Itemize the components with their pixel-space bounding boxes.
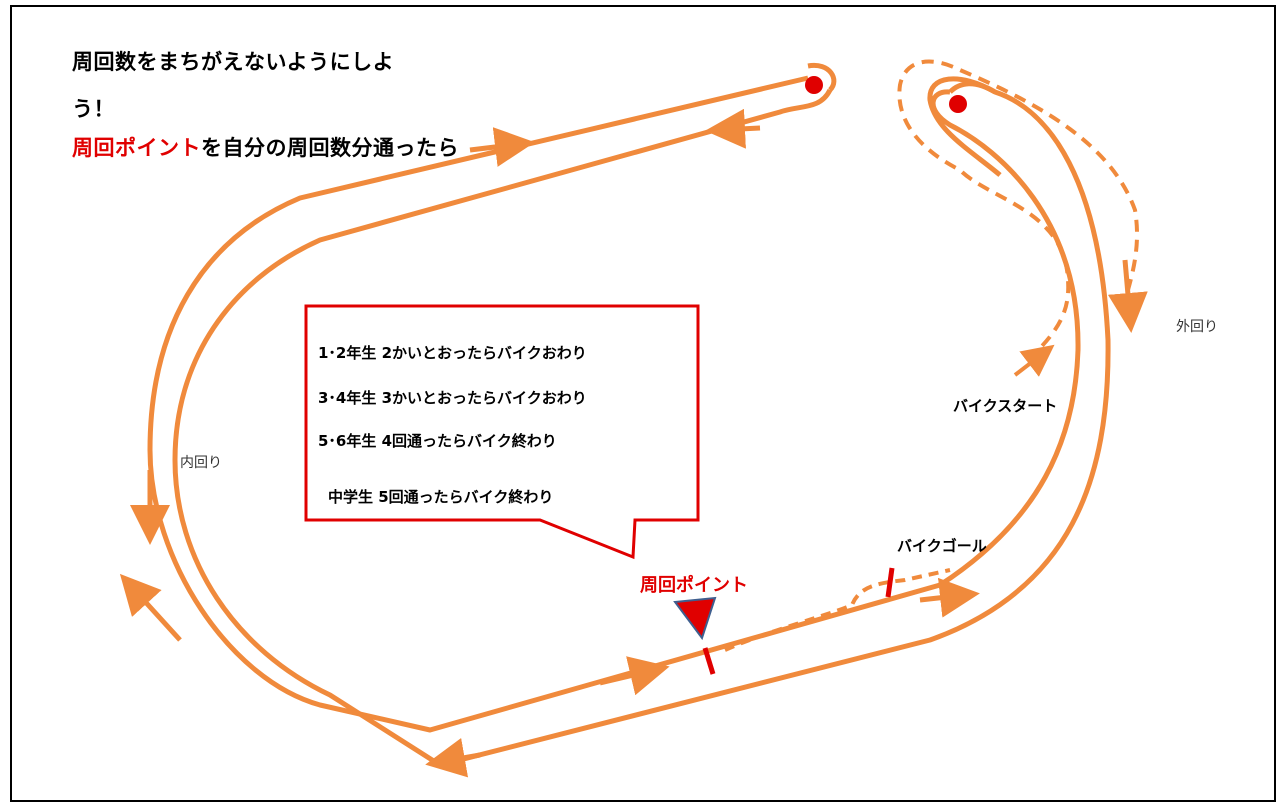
top-right-turn [948, 81, 997, 95]
page-title-line1: 周回数をまちがえないようにしよ [72, 50, 395, 74]
arrow-goal-right [919, 577, 980, 618]
page-title-line3: 周回ポイントを自分の周回数分通ったら [72, 132, 459, 162]
arrow-top-right [469, 127, 535, 167]
bike-start-dashed-path [897, 59, 1140, 362]
rule-junior-high: 中学生 5回通ったらバイク終わり [328, 488, 554, 506]
rules-speech-bubble [304, 304, 700, 560]
goal-line [885, 567, 895, 598]
lap-point-label: 周回ポイント [640, 575, 748, 596]
arrow-bottom-right [599, 656, 670, 696]
rule-grade-3-4: 3･4年生 3かいとおったらバイクおわり [318, 389, 587, 407]
lap-point-marker-icon [673, 596, 717, 641]
turn-marker-dot-right [949, 95, 967, 113]
arrow-right-down [1107, 259, 1148, 333]
page-title-line2: う！ [72, 97, 115, 121]
top-left-turn [807, 62, 837, 92]
bike-start-label: バイクスタート [953, 397, 1058, 415]
arrow-bottom-left [425, 737, 481, 778]
lap-point-highlight: 周回ポイント [72, 136, 201, 160]
inner-track [147, 75, 1081, 733]
lap-point-line [702, 647, 716, 675]
inner-lap-label: 内回り [180, 455, 222, 471]
turn-marker-dot-left [805, 76, 823, 94]
arrow-start [1013, 344, 1055, 377]
rule-grade-5-6: 5･6年生 4回通ったらバイク終わり [318, 432, 557, 450]
diagram-frame [10, 5, 1276, 802]
outer-track [172, 76, 1111, 768]
bike-goal-label: バイクゴール [897, 537, 987, 555]
bike-goal-dashed-path [724, 568, 951, 652]
rule-grade-1-2: 1･2年生 2かいとおったらバイクおわり [318, 344, 587, 362]
arrow-left-up [119, 573, 182, 642]
page-title-line3-rest: を自分の周回数分通ったら [201, 136, 459, 160]
arrow-top-left [705, 108, 761, 149]
outer-lap-label: 外回り [1176, 319, 1218, 335]
